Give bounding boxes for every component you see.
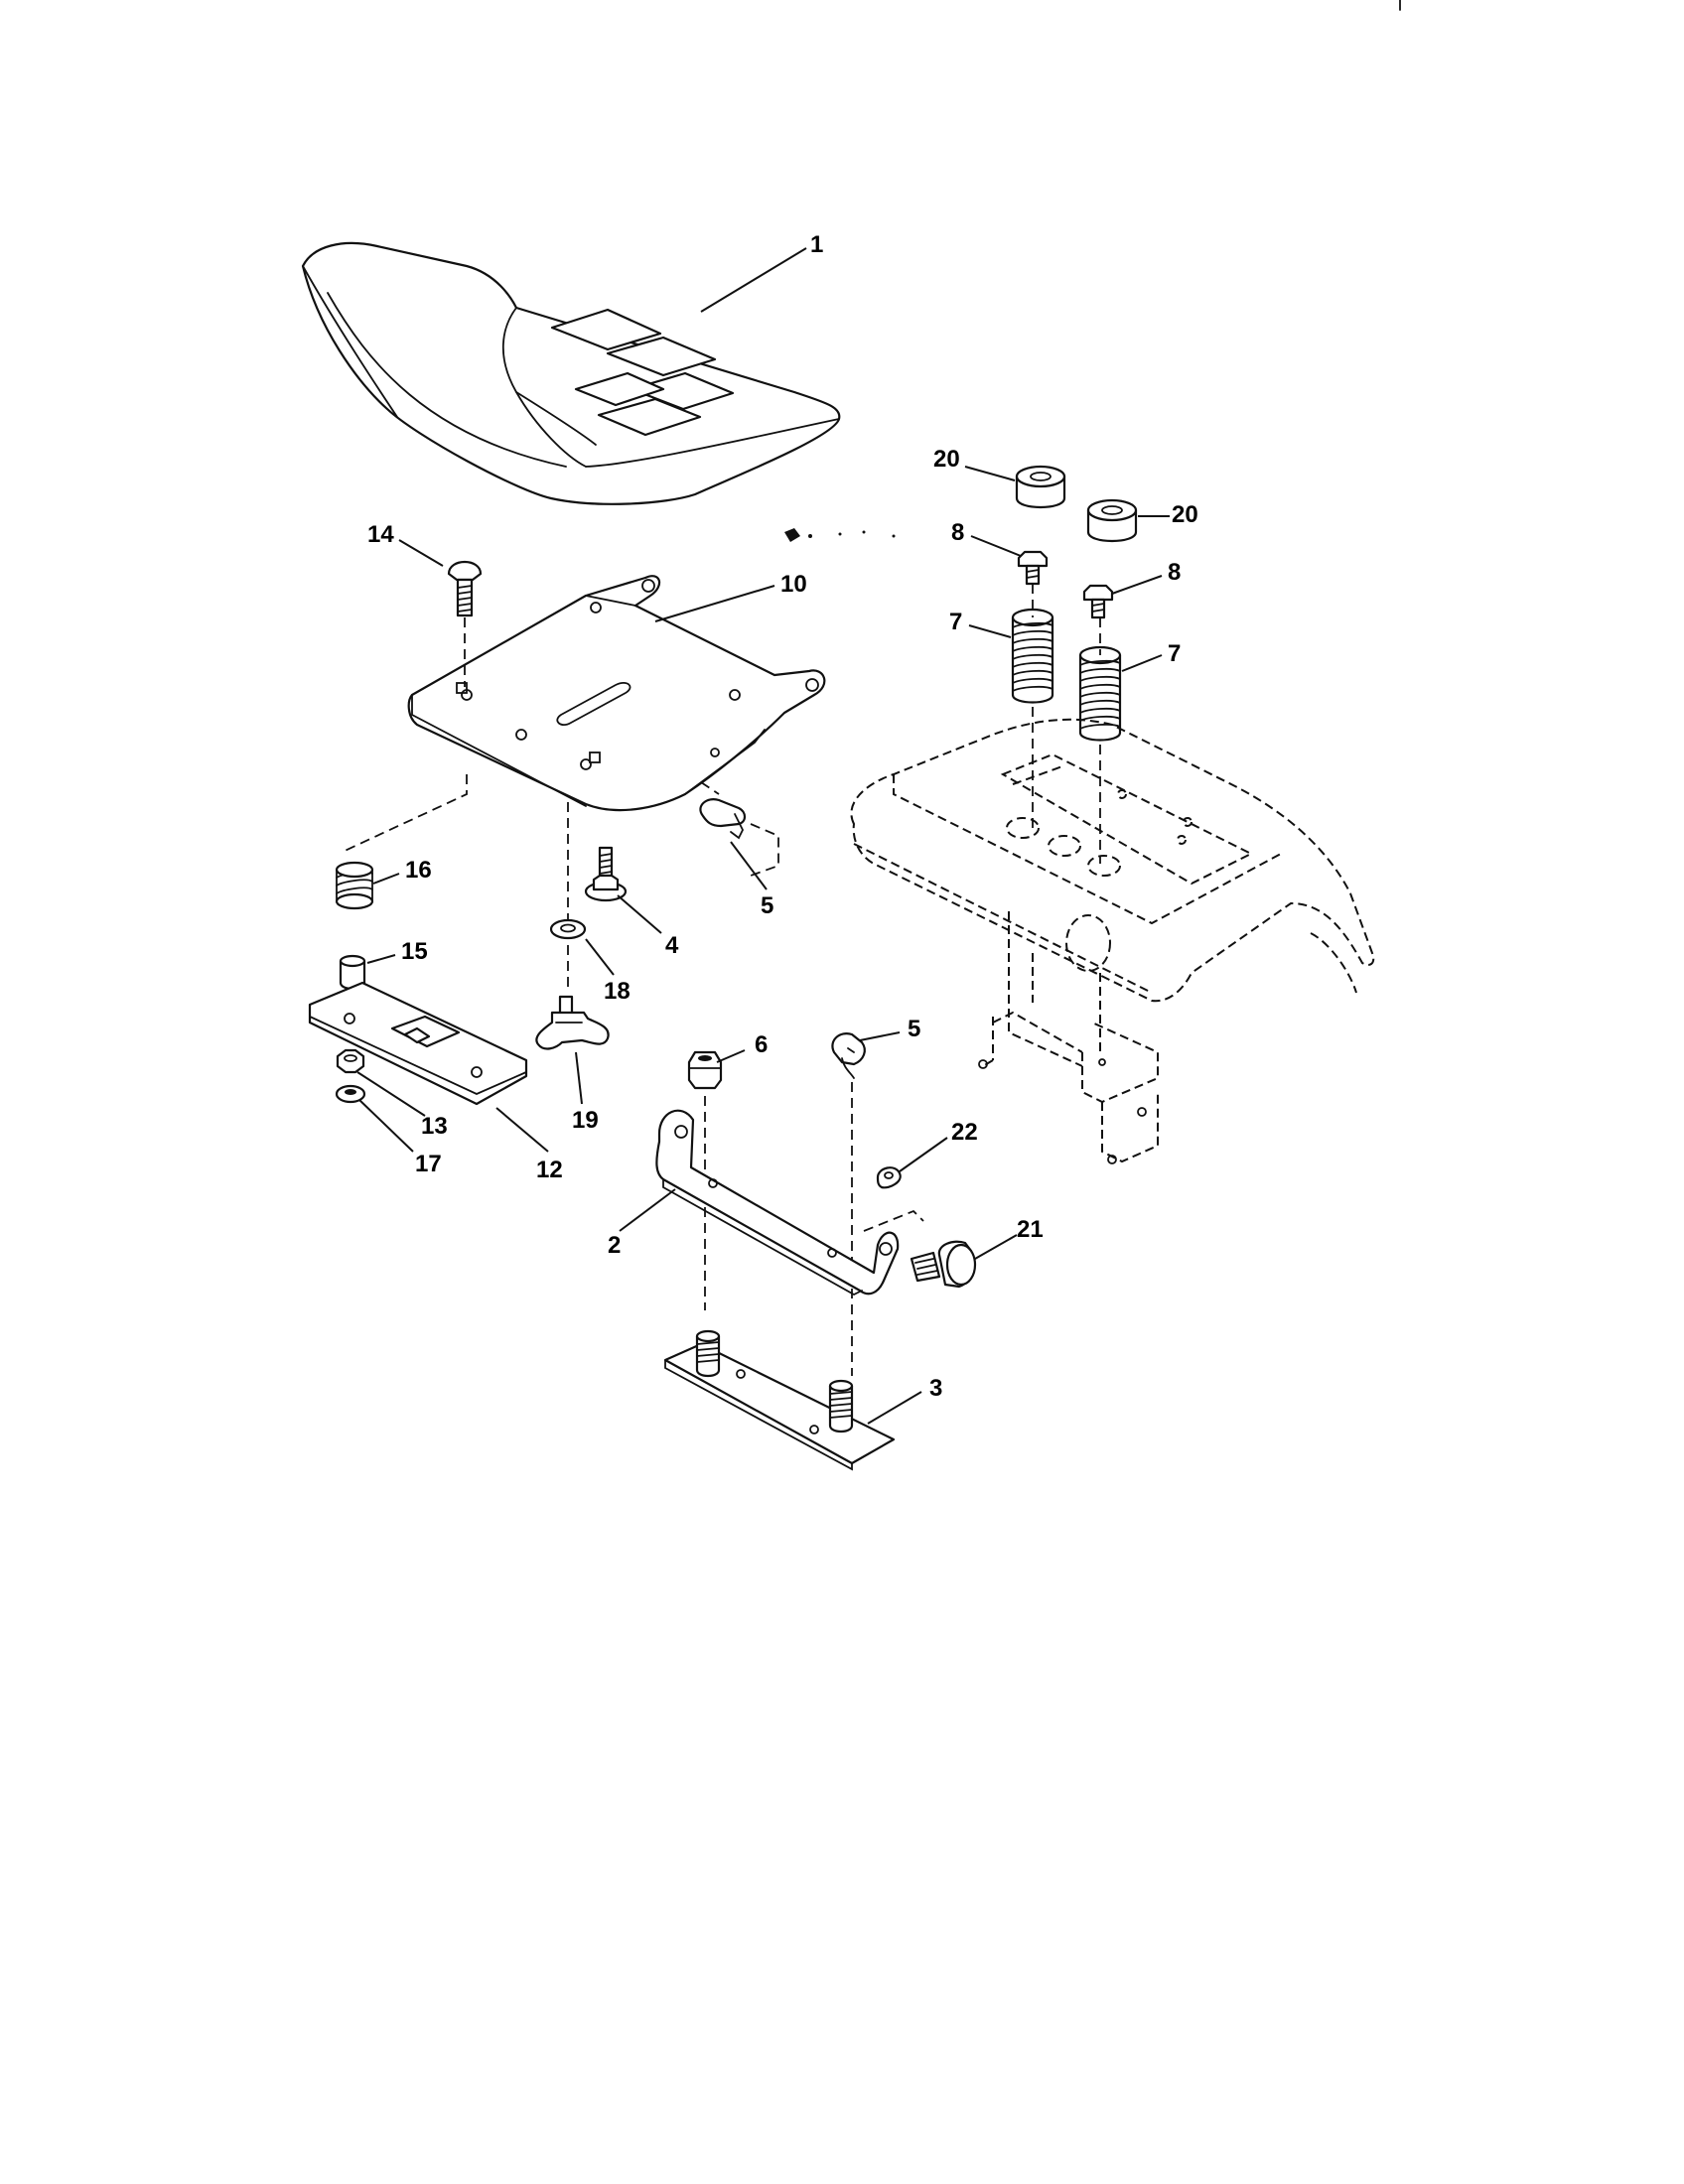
callout-1: 1 [810,231,823,258]
nut-part-22 [876,1166,902,1189]
callout-17: 17 [415,1151,442,1177]
callout-7-right: 7 [1168,640,1181,667]
bracket-part [655,1109,900,1297]
spring-part-7b [1078,645,1122,742]
callout-12: 12 [536,1157,563,1183]
washer-part-17 [335,1084,366,1104]
washer-part-18 [549,918,587,940]
callout-2: 2 [608,1232,621,1259]
callout-10: 10 [780,571,807,598]
callout-22: 22 [951,1119,978,1146]
shoulder-bolt-part [910,1240,977,1289]
stray-marks [784,528,896,542]
screw-part-8b [1082,584,1114,619]
callout-16: 16 [405,857,432,884]
callout-4: 4 [665,932,679,959]
spring-part-16 [335,861,374,910]
callout-7-left: 7 [949,609,962,635]
bushing-part-20a [1015,465,1066,508]
slide-plate-part [308,981,528,1106]
callout-15: 15 [401,938,428,965]
callout-20-right: 20 [1172,501,1198,528]
callout-labels: 1 14 10 16 15 4 5 18 19 12 13 17 2 6 5 2… [367,231,1198,1402]
callout-20-left: 20 [933,446,960,473]
knob-part [535,995,610,1050]
mount-plate-part [663,1329,896,1471]
spring-part-7a [1011,608,1054,704]
callout-13: 13 [421,1113,448,1140]
callout-8-right: 8 [1168,559,1181,586]
callout-21: 21 [1017,1216,1044,1243]
callout-18: 18 [604,978,631,1005]
callout-6: 6 [755,1031,768,1058]
seat-part [301,241,841,505]
callout-5-upper: 5 [761,892,773,919]
nut-part-6 [687,1050,723,1090]
nut-part-13 [336,1048,365,1074]
leader-lines [356,247,1170,1425]
callout-5-lower: 5 [908,1016,920,1042]
callout-8-left: 8 [951,519,964,546]
bushing-part-20b [1086,498,1138,542]
seat-pan-part [407,575,826,812]
bolt-part-4 [584,846,628,902]
callout-19: 19 [572,1107,599,1134]
screw-part-8a [1017,550,1049,586]
fender-housing [850,718,1375,1164]
callout-3: 3 [929,1375,942,1402]
clip-part-5-lower [831,1032,866,1079]
clip-part-5-upper [699,781,779,877]
carriage-bolt-part [447,560,483,687]
callout-14: 14 [367,521,394,548]
